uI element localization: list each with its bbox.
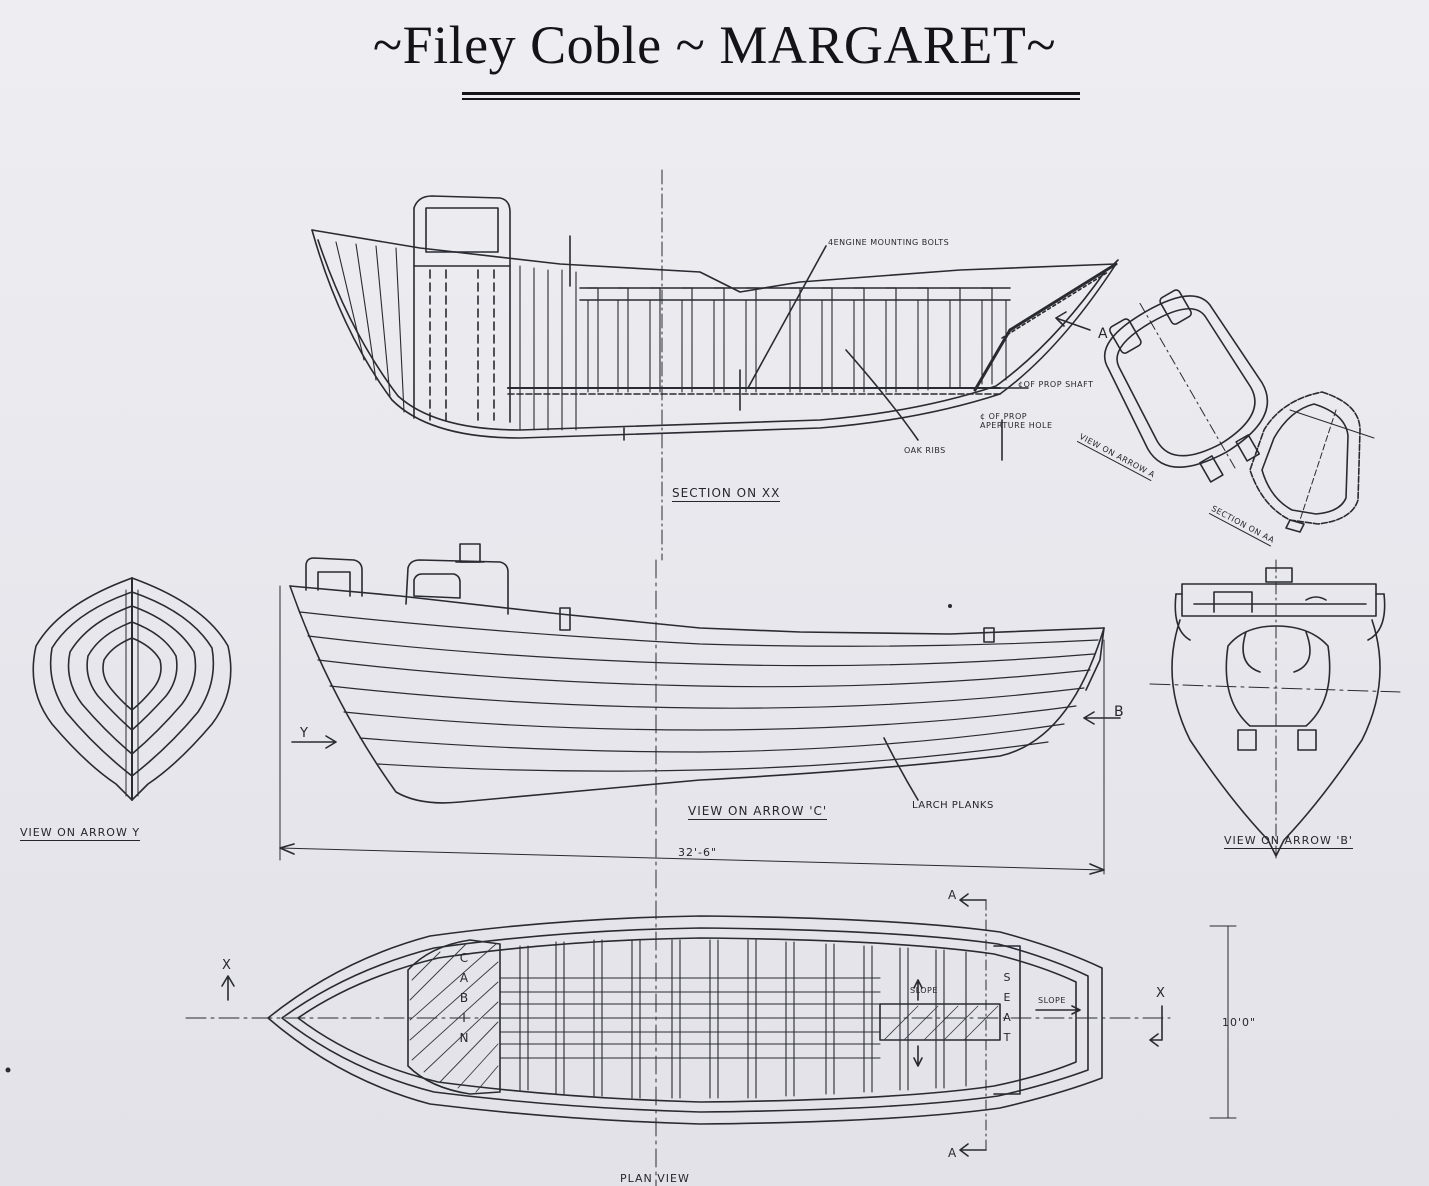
cabin-letter: I <box>462 1011 466 1025</box>
view-on-arrow-b-drawing <box>1149 559 1401 861</box>
view-on-arrow-c-drawing <box>279 543 1121 1186</box>
x-mark-left: X <box>222 958 232 973</box>
view-on-arrow-c-label: VIEW ON ARROW 'C' <box>688 804 828 820</box>
engine-bolts-label: 4ENGINE MOUNTING BOLTS <box>828 238 950 247</box>
prop-shaft-label: ¢OF PROP SHAFT <box>1018 380 1094 389</box>
view-on-arrow-a-drawing <box>1103 289 1269 483</box>
view-on-arrow-b-label: VIEW ON ARROW 'B' <box>1224 834 1353 849</box>
plan-view-drawing <box>185 893 1237 1157</box>
page-title: ~Filey Coble ~ MARGARET~ <box>372 15 1057 75</box>
slope-label-horizontal: SLOPE <box>1038 996 1066 1005</box>
section-xx-label: SECTION ON XX <box>672 486 781 502</box>
slope-label-vertical: SLOPE <box>910 986 938 995</box>
view-on-arrow-y-drawing <box>32 577 232 801</box>
title-underline <box>462 92 1080 95</box>
arrow-a-label: A <box>1098 326 1109 342</box>
x-mark-right: X <box>1156 986 1166 1001</box>
arrow-b-label: B <box>1114 704 1125 720</box>
section-a-top-mark: A <box>948 888 958 902</box>
section-a-bottom-mark: A <box>948 1146 958 1160</box>
plan-view-label: PLAN VIEW <box>620 1172 690 1185</box>
view-on-arrow-y-label: VIEW ON ARROW Y <box>20 826 141 841</box>
seat-letter: A <box>1003 1011 1011 1024</box>
cabin-letter: N <box>459 1031 469 1045</box>
seat-letter: S <box>1003 971 1011 984</box>
oak-ribs-label: OAK RIBS <box>904 446 946 455</box>
seat-letter: T <box>1003 1031 1011 1044</box>
arrow-y-label: Y <box>300 726 309 741</box>
cabin-letter: A <box>459 971 469 985</box>
cabin-letter: C <box>459 951 469 965</box>
section-on-aa-drawing <box>1249 391 1375 533</box>
title-underline-second <box>462 98 1080 100</box>
prop-aperture-label: ¢ OF PROP APERTURE HOLE <box>980 412 1053 430</box>
length-dimension: 32'-6" <box>678 846 718 859</box>
seat-label: S E A T <box>999 968 1015 1048</box>
beam-dimension: 10'0" <box>1222 1016 1257 1029</box>
seat-letter: E <box>1003 991 1011 1004</box>
section-xx-drawing <box>311 169 1119 561</box>
cabin-letter: B <box>459 991 469 1005</box>
cabin-label: C A B I N <box>456 948 472 1048</box>
larch-planks-label: LARCH PLANKS <box>912 800 994 811</box>
